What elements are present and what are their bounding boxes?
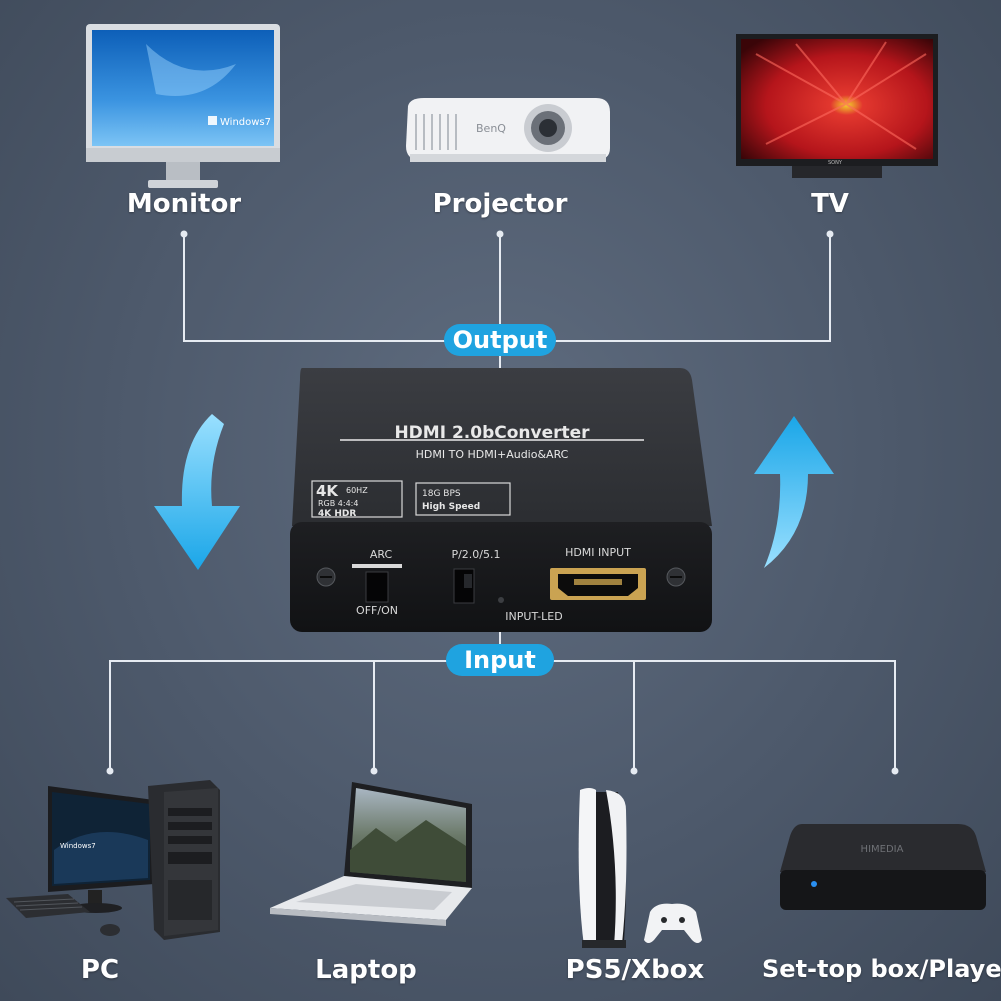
badge-hdr: 4K HDR [318, 509, 356, 519]
projector-label: Projector [432, 189, 568, 219]
audio-label: P/2.0/5.1 [451, 548, 500, 561]
arrow-down-icon [154, 414, 240, 570]
laptop-image [270, 782, 472, 926]
output-pill: Output [444, 324, 556, 356]
arc-label: ARC [370, 548, 393, 561]
laptop-label: Laptop [315, 955, 417, 985]
tv-brand: SONY [828, 160, 843, 166]
arrow-up-icon [754, 416, 834, 568]
settop-box-image: HIMEDIA [780, 824, 986, 910]
tv-image: SONY [736, 34, 938, 178]
input-pill: Input [446, 644, 554, 676]
badge-60hz: 60HZ [346, 486, 368, 495]
projector-image: BenQ [406, 98, 610, 162]
hdmi-input-label: HDMI INPUT [565, 546, 631, 559]
settop-brand: HIMEDIA [861, 844, 904, 855]
badge-rgb: RGB 4:4:4 [318, 499, 358, 508]
monitor-label: Monitor [126, 189, 242, 219]
monitor-screen-brand: Windows7 [220, 117, 271, 128]
led-label: INPUT-LED [505, 610, 562, 623]
ps5-image [578, 788, 702, 948]
badge-4k: 4K [316, 482, 339, 500]
converter-device: HDMI 2.0bConverter HDMI TO HDMI+Audio&AR… [290, 368, 712, 632]
console-label: PS5/Xbox [565, 955, 705, 985]
device-title: HDMI 2.0bConverter [394, 423, 590, 443]
offon-label: OFF/ON [356, 604, 398, 617]
monitor-image: Windows7 [86, 24, 280, 188]
projector-brand: BenQ [476, 122, 506, 135]
pc-screen-brand: Windows7 [60, 842, 96, 850]
pc-image: Windows7 [6, 780, 220, 940]
settop-label: Set-top box/Player [762, 955, 1001, 983]
pc-label: PC [80, 955, 120, 985]
badge-bps: 18G BPS [422, 489, 461, 499]
tv-label: TV [811, 189, 849, 219]
badge-speed: High Speed [422, 502, 480, 512]
device-subtitle: HDMI TO HDMI+Audio&ARC [416, 448, 569, 461]
